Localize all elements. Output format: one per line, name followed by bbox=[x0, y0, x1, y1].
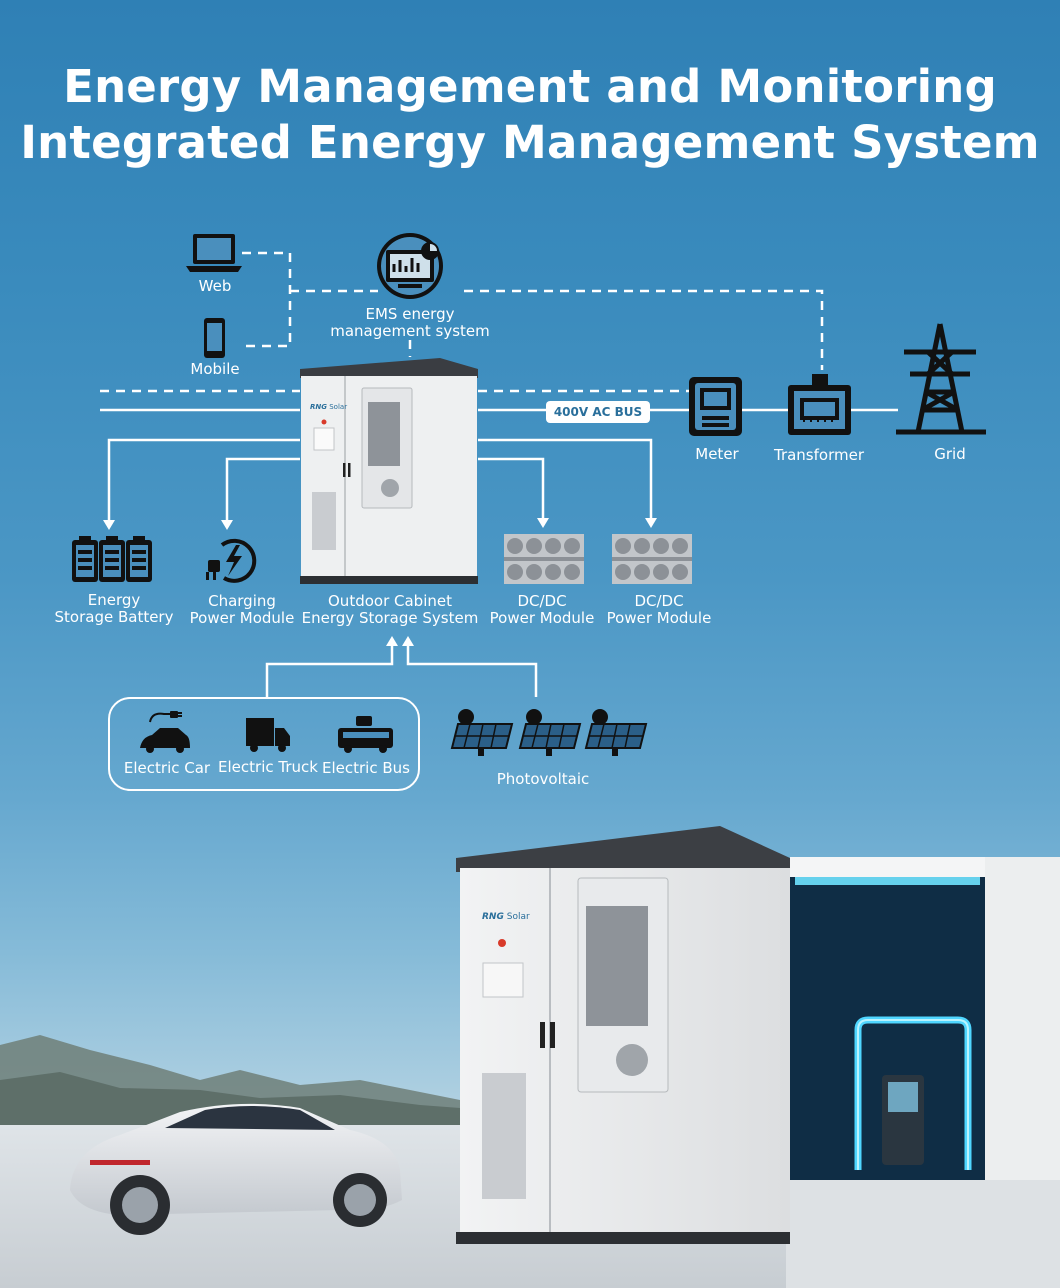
dcdc1-line bbox=[478, 457, 545, 520]
solar-panel-icon bbox=[450, 709, 514, 756]
meter-icon bbox=[689, 377, 742, 436]
ems-monitor-icon bbox=[377, 233, 443, 299]
communication-lines bbox=[100, 251, 824, 393]
photovoltaic-label: Photovoltaic bbox=[496, 770, 590, 788]
electric-bus-label: Electric Bus bbox=[322, 759, 410, 777]
transformer-label: Transformer bbox=[773, 446, 864, 464]
solar-panel-icon bbox=[584, 709, 648, 756]
electric-truck-icon bbox=[246, 718, 290, 752]
battery-line bbox=[107, 438, 300, 522]
laptop-icon bbox=[186, 234, 242, 272]
pv-input-line bbox=[406, 644, 538, 697]
mobile-phone-icon bbox=[204, 318, 225, 358]
transmission-tower-icon bbox=[896, 323, 986, 435]
ac-bus-badge: 400V AC BUS bbox=[546, 401, 650, 423]
dcdc2-line bbox=[478, 438, 653, 520]
ev-input-line bbox=[265, 644, 394, 697]
electric-car-icon bbox=[140, 711, 190, 753]
grid-label: Grid bbox=[934, 445, 966, 463]
charging-garage bbox=[786, 857, 1060, 1288]
electric-truck-label: Electric Truck bbox=[218, 758, 318, 776]
dcdc-module-icon bbox=[612, 534, 692, 584]
dcdc-module-icon bbox=[504, 534, 584, 584]
title-line-2: Integrated Energy Management System bbox=[20, 116, 1040, 169]
meter-label: Meter bbox=[695, 445, 739, 463]
electric-car-label: Electric Car bbox=[123, 759, 211, 777]
transformer-icon bbox=[788, 374, 851, 435]
car-photo bbox=[70, 1103, 402, 1235]
small-cabinet-brand: RNG Solar bbox=[310, 403, 348, 411]
charging-line bbox=[225, 457, 300, 522]
cabinet-diagram-icon bbox=[300, 358, 478, 584]
mobile-label: Mobile bbox=[190, 360, 240, 378]
battery-icon bbox=[72, 536, 152, 582]
ev-group-box bbox=[108, 697, 420, 791]
charging-plug-icon bbox=[206, 538, 257, 583]
large-cabinet-photo bbox=[456, 826, 790, 1244]
electric-bus-icon bbox=[338, 716, 393, 753]
solar-panel-icon bbox=[518, 709, 582, 756]
title-line-1: Energy Management and Monitoring bbox=[63, 60, 997, 113]
large-cabinet-brand: RNG Solar bbox=[482, 912, 530, 922]
web-label: Web bbox=[198, 277, 232, 295]
